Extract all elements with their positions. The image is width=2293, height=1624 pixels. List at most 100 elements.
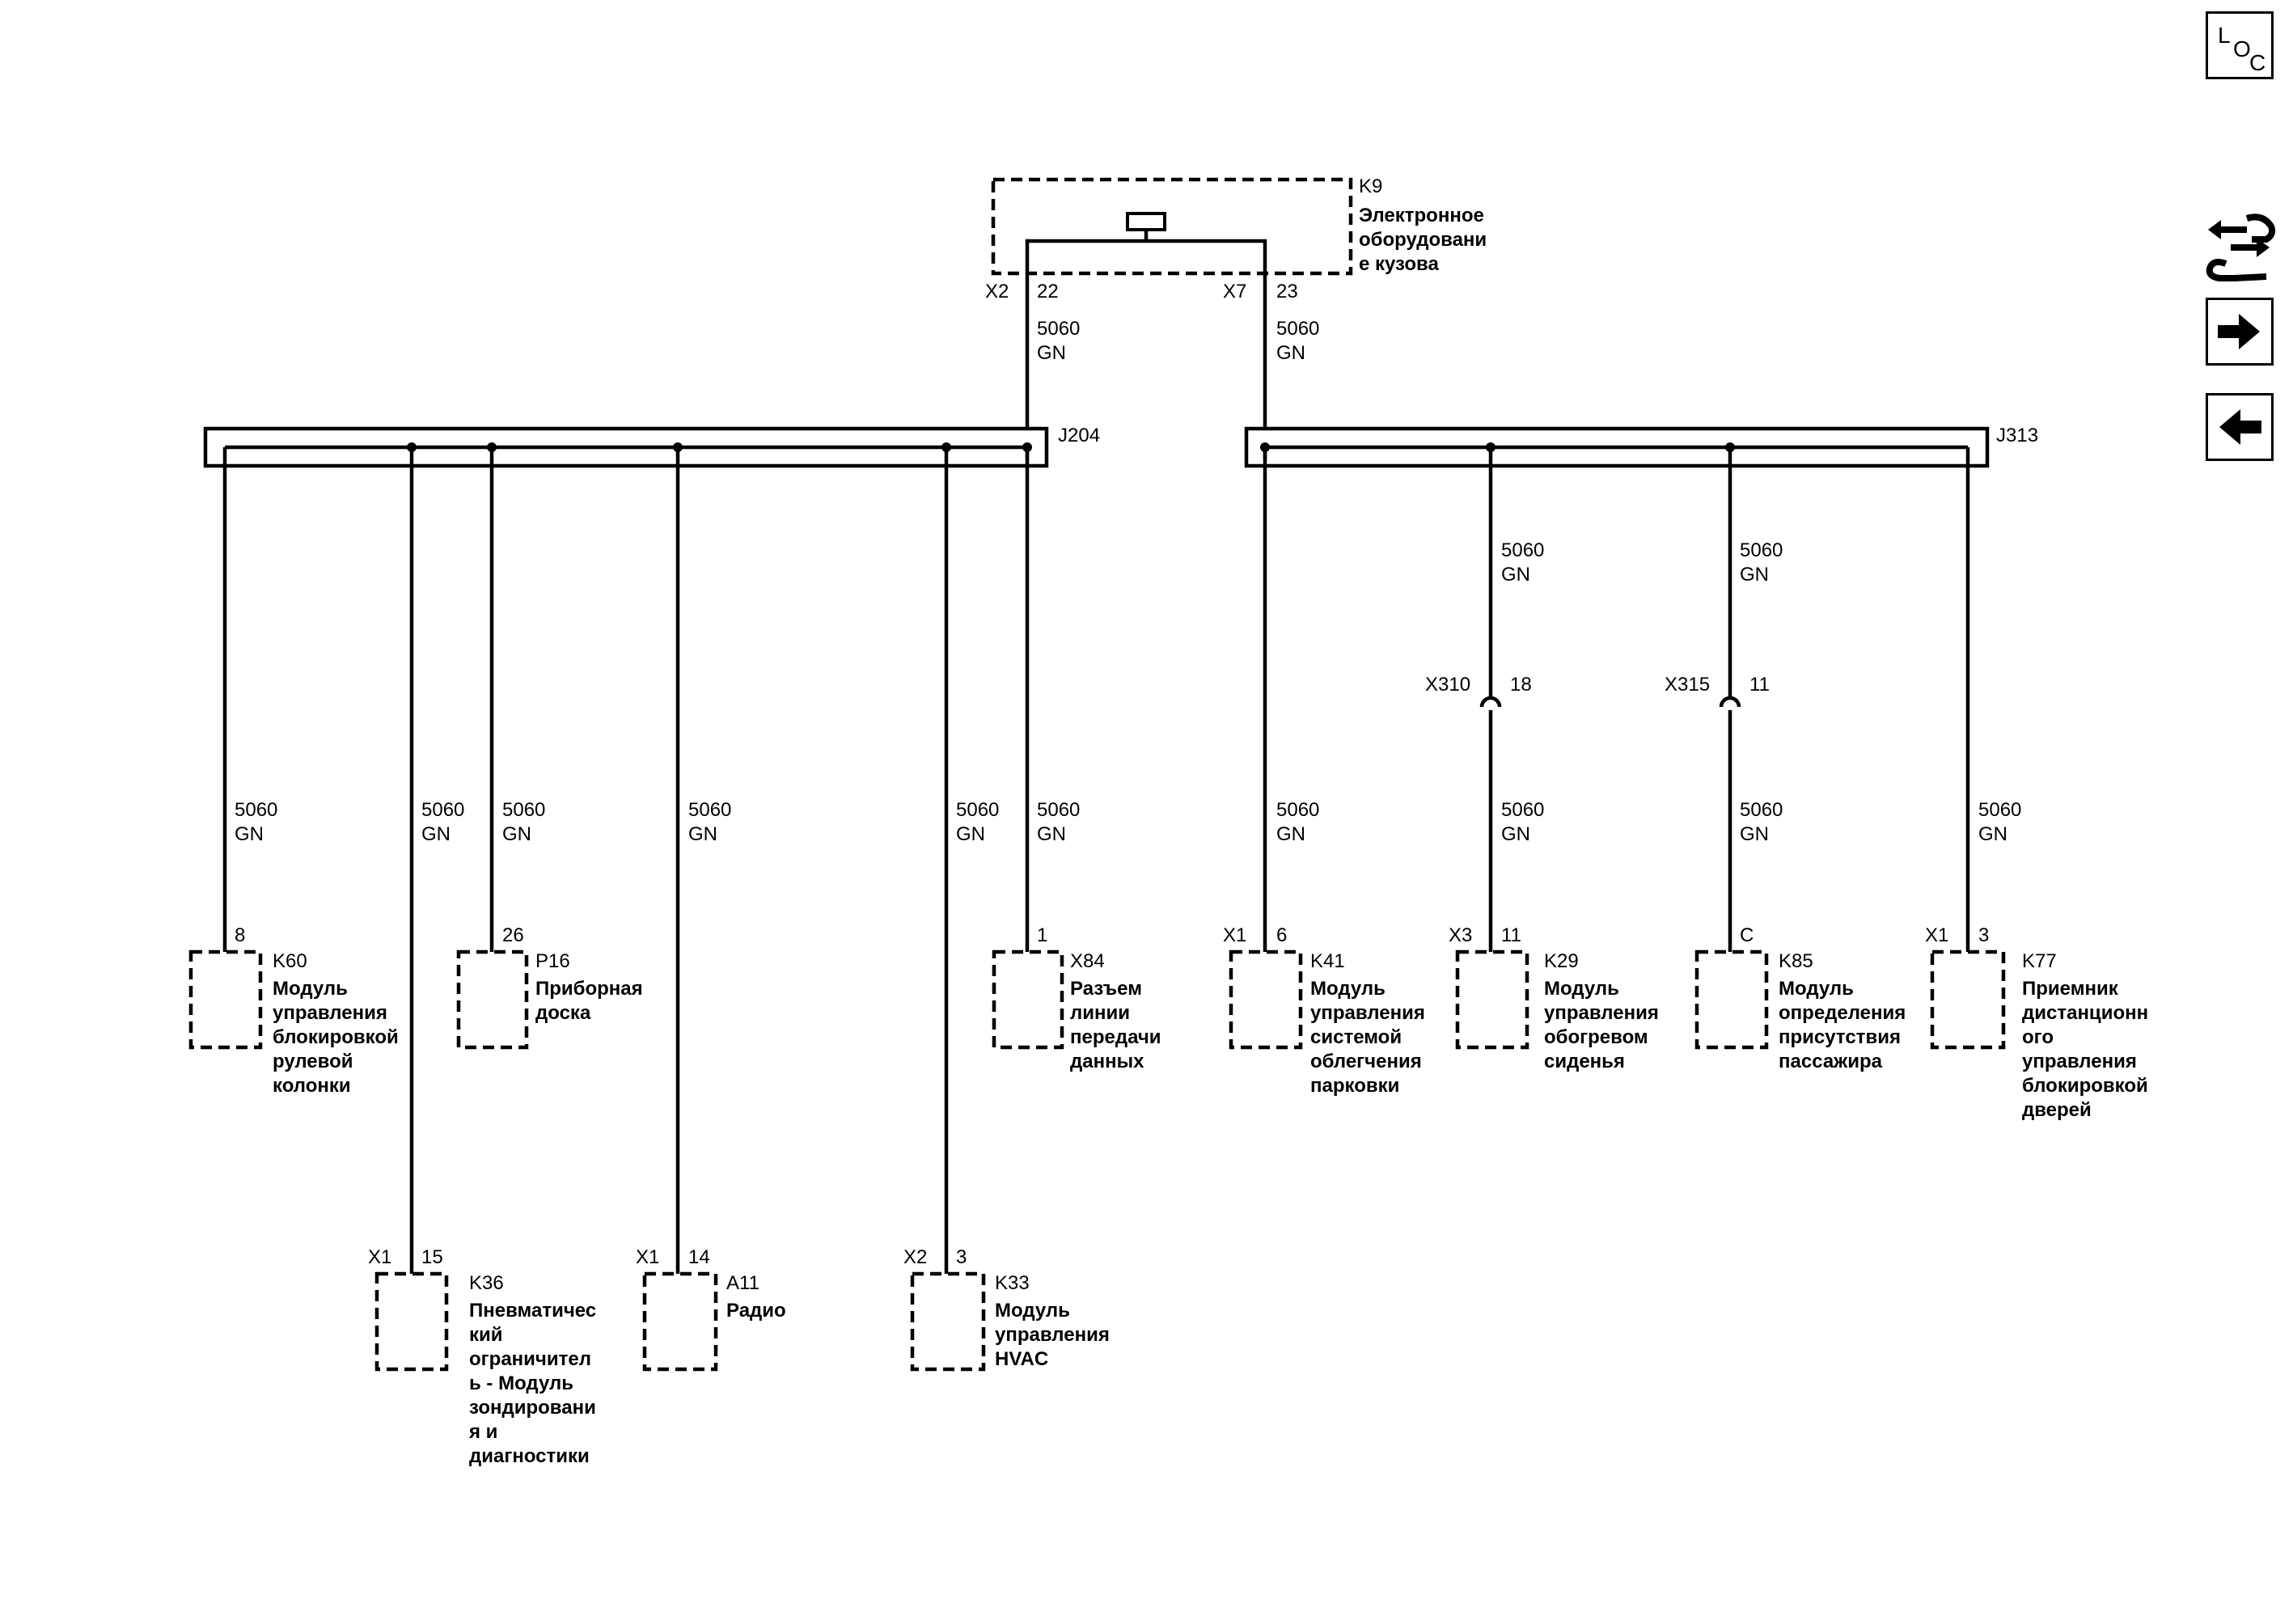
next-page-button[interactable] [2206,298,2274,366]
component-name-line: управления [995,1324,1110,1346]
component-connector-label: X1 [1223,924,1246,946]
wire-color-label: GN [421,823,451,845]
component-name-line: рулевой [273,1051,353,1072]
k85-component-box[interactable] [1694,949,1769,1050]
component-name-line: доска [535,1002,591,1024]
component-pin-label: 14 [688,1246,710,1268]
component-pin-label: 15 [421,1246,443,1268]
k9-component-box[interactable] [991,177,1353,276]
wire-circuit-label: 5060 [502,799,545,821]
k33-component-box[interactable] [910,1271,986,1372]
wire-circuit-label: 5060 [688,799,731,821]
inline-connector-label: X310 [1425,674,1470,696]
loc-letter: C [2249,50,2266,75]
wire-color-label: GN [1276,342,1305,364]
component-ref-label: A11 [726,1272,759,1294]
k41-component-box[interactable] [1229,949,1303,1050]
splice-j313-label: J313 [1996,425,2038,446]
component-name-line: Модуль [995,1300,1070,1322]
component-k36[interactable]: X1 15 K36 Пневматичес кий ограничител ь … [368,1246,596,1467]
k9-left-connector-label: X2 [985,281,1009,302]
component-ref-label: X84 [1070,950,1105,972]
component-connector-label: X2 [903,1246,927,1268]
component-ref-label: K41 [1310,950,1345,972]
component-name-line: колонки [273,1075,351,1097]
component-name-line: Модуль [1544,978,1619,1000]
component-name-line: блокировкой [273,1026,399,1048]
component-k9[interactable]: K9 Электронное оборудовани е кузова X2 2… [985,176,1487,459]
component-pin-label: 6 [1276,924,1287,946]
wire-color-label: GN [235,823,264,845]
component-name-line: управления [273,1002,387,1024]
component-name-line: сиденья [1544,1051,1625,1072]
component-name-line: зондировани [469,1397,596,1419]
component-k60[interactable]: 8 K60 Модуль управления блокировкой руле… [188,924,399,1097]
wire-circuit-label: 5060 [235,799,277,821]
wire-color-label: GN [502,823,531,845]
component-connector-label: X1 [636,1246,659,1268]
component-pin-label: 11 [1501,924,1521,946]
k9-internal-terminal-icon [1126,212,1166,231]
wire-color-label: GN [1978,823,2007,845]
component-pin-label: 3 [956,1246,967,1268]
wire-color-label: GN [1501,564,1530,586]
k9-name-line-1: Электронное [1359,205,1484,226]
wire-circuit-label: 5060 [1501,799,1544,821]
component-name-line: присутствия [1779,1026,1901,1048]
component-ref-label: P16 [535,950,570,972]
component-name-line: Радио [726,1300,786,1322]
component-name-line: HVAC [995,1348,1048,1370]
component-name-line: управления [2022,1051,2137,1072]
a11-component-box[interactable] [642,1271,718,1372]
inline-connector-pin: 11 [1749,674,1770,696]
component-name-line: ь - Модуль [469,1372,573,1394]
component-name-line: Модуль [1779,978,1854,1000]
component-connector-label: X1 [368,1246,391,1268]
k77-component-box[interactable] [1930,949,2006,1050]
k29-component-box[interactable] [1455,949,1529,1050]
k60-component-box[interactable] [188,949,263,1050]
inline-connector-x315[interactable]: X315 11 [1665,674,1770,708]
component-name-line: Приборная [535,978,643,1000]
schematic-tools-button[interactable] [2202,207,2276,285]
inline-connector-x310[interactable]: X310 18 [1425,674,1532,708]
component-ref-label: K36 [469,1272,504,1294]
component-k41[interactable]: X1 6 K41 Модуль управления системой обле… [1223,924,1425,1097]
k9-right-pin-label: 23 [1276,281,1298,302]
wire-color-label: GN [1740,564,1769,586]
component-name-line: Модуль [273,978,348,1000]
wire-circuit-label: 5060 [1276,318,1319,340]
component-name-line: обогревом [1544,1026,1648,1048]
component-a11[interactable]: X1 14 A11 Радио [636,1246,786,1372]
wire-circuit-label: 5060 [1740,539,1783,561]
loc-button[interactable]: L O C [2206,11,2274,79]
k9-left-pin-label: 22 [1037,281,1059,302]
component-name-line: я и [468,1421,497,1443]
component-connector-label: X1 [1925,924,1948,946]
component-name-line: пассажира [1779,1051,1883,1072]
splice-j204-label: J204 [1058,425,1100,446]
component-pin-label: 8 [235,924,245,946]
component-name-line: облегчения [1310,1051,1422,1072]
k36-component-box[interactable] [374,1271,449,1372]
previous-page-button[interactable] [2206,393,2274,461]
component-name-line: ого [2022,1026,2054,1048]
component-name-line: данных [1070,1051,1144,1072]
component-name-line: передачи [1070,1026,1161,1048]
component-k29[interactable]: X3 11 K29 Модуль управления обогревом си… [1449,924,1659,1072]
wire-circuit-label: 5060 [1037,799,1080,821]
component-k77[interactable]: X1 3 K77 Приемник дистанционн ого управл… [1925,924,2148,1121]
component-x84[interactable]: 1 X84 Разъем линии передачи данных [992,924,1161,1072]
p16-component-box[interactable] [456,949,529,1050]
component-pin-label: 3 [1978,924,1989,946]
component-k33[interactable]: X2 3 K33 Модуль управления HVAC [903,1246,1110,1372]
x84-component-box[interactable] [992,949,1064,1050]
component-p16[interactable]: 26 P16 Приборная доска [456,924,643,1050]
component-name-line: Пневматичес [469,1300,596,1322]
wire-color-label: GN [1276,823,1305,845]
component-connector-label: X3 [1449,924,1472,946]
component-k85[interactable]: C K85 Модуль определения присутствия пас… [1694,924,1906,1072]
inline-connector-pin: 18 [1510,674,1532,696]
component-pin-label: 1 [1037,924,1047,946]
